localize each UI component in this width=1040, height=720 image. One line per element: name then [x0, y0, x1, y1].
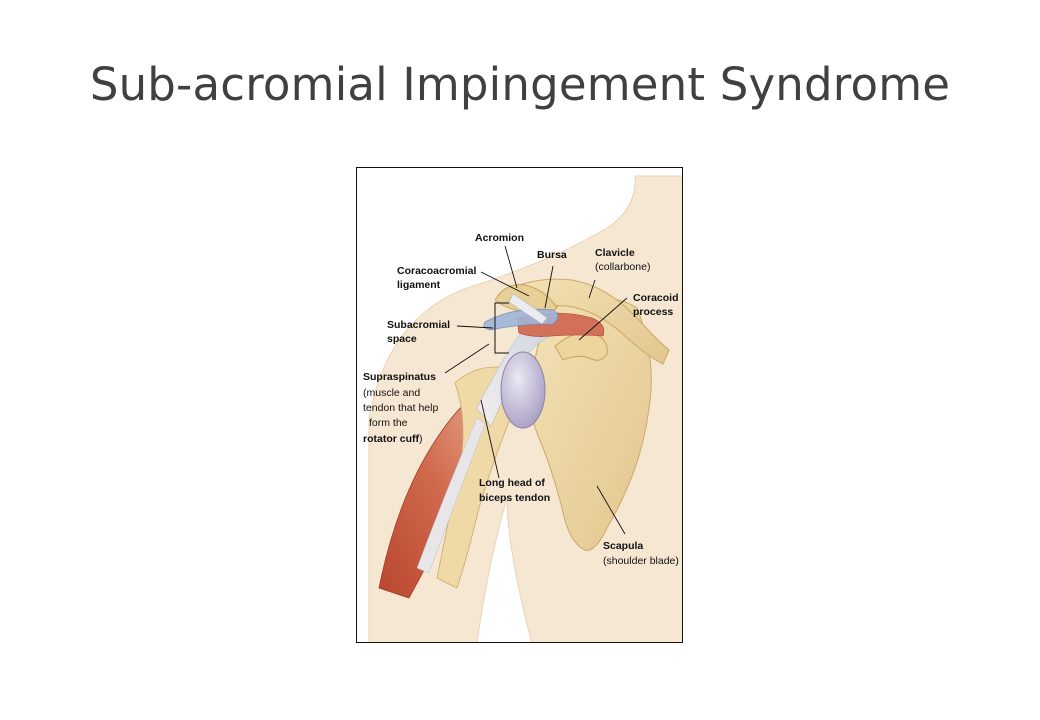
label-subacromial-line2: space	[387, 333, 417, 345]
acromion-bone	[494, 284, 558, 313]
humeral-head	[500, 351, 546, 429]
label-supraspinatus-note-3: form the	[369, 417, 408, 429]
label-rotator-cuff-line: rotator cuff)	[363, 433, 423, 445]
label-rotator-cuff: rotator cuff	[363, 433, 420, 445]
coracoacromial-ligament	[508, 293, 548, 325]
label-coracoid-line2: process	[633, 306, 673, 318]
label-scapula: Scapula	[603, 540, 643, 552]
label-coracoacromial-line1: Coracoacromial	[397, 265, 476, 277]
label-coracoid-line1: Coracoid	[633, 292, 679, 304]
label-clavicle-note: (collarbone)	[595, 261, 650, 273]
leader-lines	[444, 245, 628, 535]
label-scapula-note: (shoulder blade)	[603, 555, 679, 567]
label-supraspinatus-note-1: (muscle and	[363, 387, 420, 399]
label-supraspinatus-note-2: tendon that help	[363, 402, 438, 414]
label-clavicle: Clavicle	[595, 247, 635, 259]
slide-title: Sub-acromial Impingement Syndrome	[89, 58, 951, 111]
anatomy-figure: Acromion Bursa Clavicle (collarbone) Cor…	[356, 167, 683, 643]
subacromial-space-bracket	[494, 302, 509, 354]
label-rotator-cuff-close: )	[419, 433, 423, 445]
label-bursa: Bursa	[537, 249, 567, 261]
label-biceps-line2: biceps tendon	[479, 492, 550, 504]
label-biceps-line1: Long head of	[479, 477, 545, 489]
label-acromion: Acromion	[475, 232, 524, 244]
shoulder-illustration: Acromion Bursa Clavicle (collarbone) Cor…	[363, 175, 682, 642]
label-subacromial-line1: Subacromial	[387, 319, 450, 331]
label-coracoacromial-line2: ligament	[397, 279, 441, 291]
biceps-tendon	[416, 417, 486, 574]
label-supraspinatus: Supraspinatus	[363, 371, 436, 383]
